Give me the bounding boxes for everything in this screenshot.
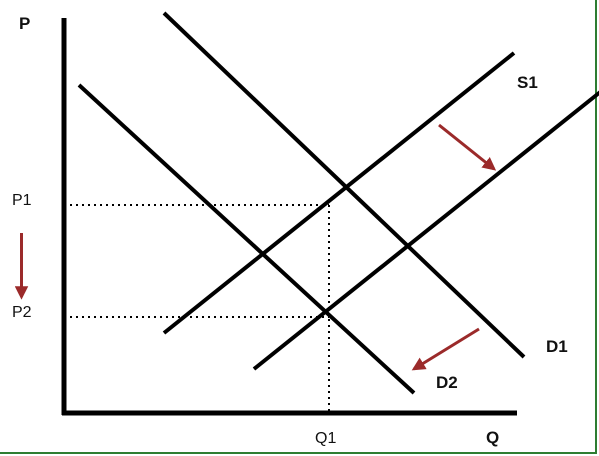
curve-s1 <box>162 51 516 335</box>
x-axis-label: Q <box>486 428 499 447</box>
shift-arrows <box>14 123 497 371</box>
curve-s2 <box>252 90 599 371</box>
tick-label-p2: P2 <box>12 304 32 321</box>
curve-d1 <box>162 11 526 359</box>
shift-arrow-2 <box>411 327 480 371</box>
tick-label-p1: P1 <box>12 192 32 209</box>
curve-d2 <box>77 83 416 395</box>
series-label-d2: D2 <box>436 373 458 392</box>
curves <box>77 11 599 395</box>
tick-label-q1: Q1 <box>315 430 336 447</box>
tick-labels: S1S2D1D2P1P2Q1 <box>12 73 568 447</box>
y-axis-label: P <box>19 14 30 33</box>
shift-arrow-1 <box>438 123 497 171</box>
series-label-d1: D1 <box>546 337 568 356</box>
series-label-s1: S1 <box>517 73 538 92</box>
